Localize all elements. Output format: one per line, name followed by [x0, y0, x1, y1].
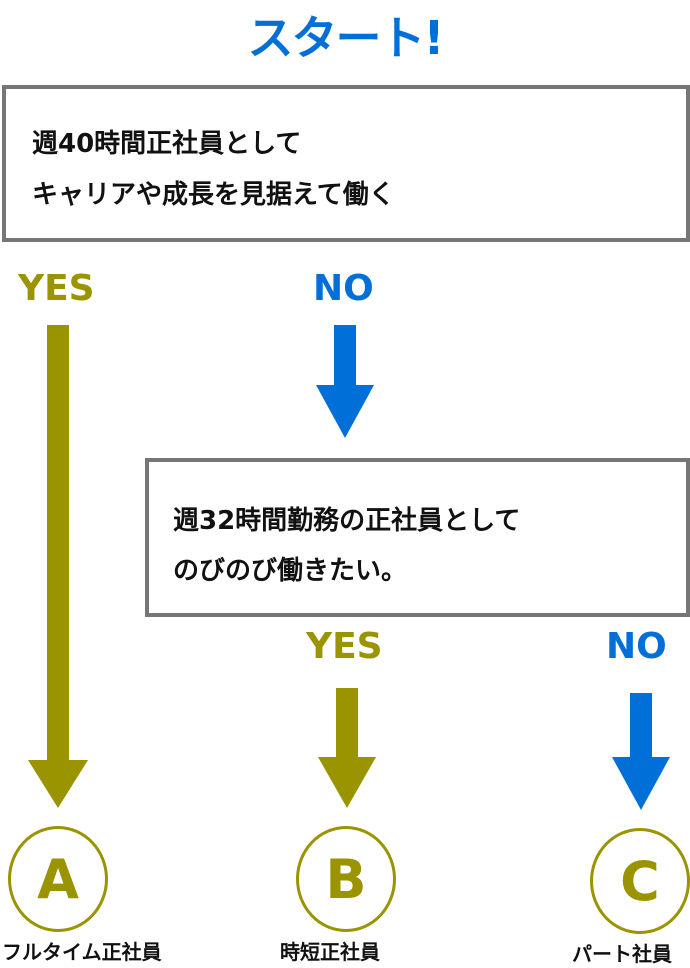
question-2-line-2: のびのび働きたい。: [173, 556, 408, 586]
result-a-circle: A: [8, 826, 108, 932]
result-c-label: パート社員: [572, 942, 672, 966]
question-1-line-1: 週40時間正社員として: [32, 129, 302, 159]
question-1-box: 週40時間正社員として キャリアや成長を見据えて働く: [2, 85, 690, 242]
arrow-q2-no: [612, 693, 670, 810]
result-b-label: 時短正社員: [280, 940, 380, 964]
question-1-line-2: キャリアや成長を見据えて働く: [32, 180, 395, 210]
result-a-label: フルタイム正社員: [2, 940, 162, 964]
q1-no-label: NO: [313, 268, 374, 309]
question-2-line-1: 週32時間勤務の正社員として: [173, 506, 521, 536]
start-title: スタート!: [247, 11, 445, 65]
arrow-q1-no: [316, 325, 374, 438]
q1-yes-label: YES: [18, 268, 95, 309]
result-c-circle: C: [590, 828, 690, 934]
q2-yes-label: YES: [306, 626, 383, 667]
arrow-q2-yes: [318, 688, 376, 808]
arrow-q1-yes: [28, 325, 88, 808]
result-b-circle: B: [296, 826, 396, 932]
question-2-box: 週32時間勤務の正社員として のびのび働きたい。: [145, 458, 690, 617]
q2-no-label: NO: [606, 626, 667, 667]
